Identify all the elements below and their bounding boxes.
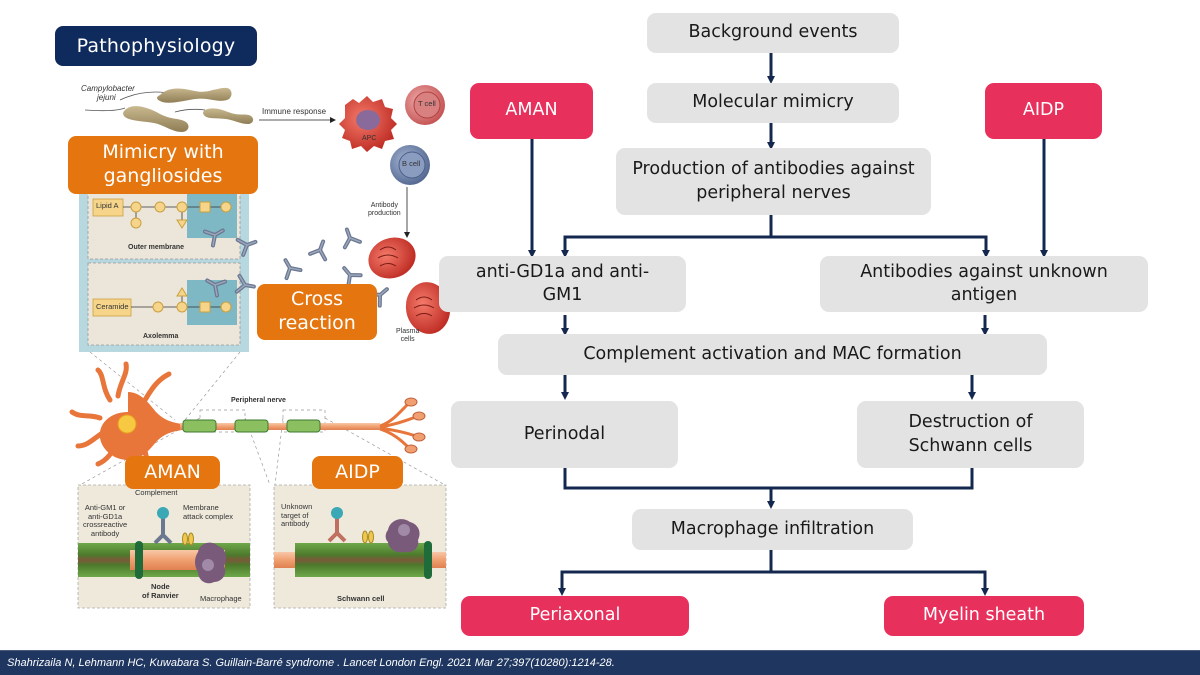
peripheral-nerve-label: Peripheral nerve	[231, 397, 286, 404]
mimicry-callout: Mimicry with gangliosides	[68, 136, 258, 194]
anti-gm1-line-4: antibody	[90, 528, 120, 538]
box-perinodal: Perinodal	[451, 401, 678, 468]
apc-cell	[339, 96, 397, 152]
neuron	[69, 361, 426, 473]
box-macrophage-infiltration: Macrophage infiltration	[632, 509, 913, 550]
box-complement-activation: Complement activation and MAC formation	[498, 334, 1047, 375]
unknown-target-line-3: antibody	[281, 519, 310, 529]
campylobacter-bacteria	[84, 87, 254, 132]
anti-gm1-line-3: crossreactive	[83, 520, 128, 530]
box-aidp: AIDP	[985, 83, 1102, 139]
aman-callout: AMAN	[125, 456, 220, 489]
line-macrophage-branches	[560, 570, 987, 588]
box-destruction-schwann-cells: Destruction of Schwann cells	[857, 401, 1084, 468]
node-of-ranvier-line-1: Node	[150, 582, 170, 591]
citation-text: Shahrizaila N, Lehmann HC, Kuwabara S. G…	[7, 657, 615, 669]
axolemma-label: Axolemma	[143, 333, 179, 340]
pathophysiology-illustration	[69, 85, 451, 609]
citation-bar: Shahrizaila N, Lehmann HC, Kuwabara S. G…	[0, 650, 1200, 675]
unknown-target-line-2: target of	[281, 510, 309, 520]
campylobacter-label: Campylobacter jejuni	[81, 84, 135, 102]
box-myelin-sheath: Myelin sheath	[884, 596, 1084, 636]
campylobacter-line-2: jejuni	[97, 93, 116, 103]
anti-gm1-label: Anti-GM1 or anti-GD1a crossreactive anti…	[83, 503, 128, 539]
antibody-production-line-2: production	[368, 210, 401, 218]
aidp-detail-panel	[273, 484, 447, 609]
aidp-callout: AIDP	[312, 456, 403, 489]
anti-gm1-line-2: anti-GD1a	[88, 511, 123, 521]
unknown-target-label: Unknown target of antibody	[281, 502, 313, 529]
b-cell-label: B cell	[402, 159, 421, 168]
antibody-production-line-1: Antibody	[370, 202, 398, 209]
membrane-panel	[79, 190, 249, 352]
unknown-target-line-1: Unknown	[281, 502, 313, 511]
box-antibodies-unknown-antigen: Antibodies against unknown antigen	[820, 256, 1148, 312]
antibody-production-label: Antibody production	[368, 202, 401, 218]
mac-label: Membrane attack complex	[183, 503, 234, 521]
mac-line-2: attack complex	[183, 511, 234, 521]
ceramide-label: Ceramide	[96, 302, 129, 311]
box-anti-gd1a-anti-gm1: anti-GD1a and anti-GM1	[439, 256, 686, 312]
node-of-ranvier-label: Node of Ranvier	[142, 582, 179, 600]
node-of-ranvier-line-2: of Ranvier	[142, 590, 179, 600]
complement-label: Complement	[135, 488, 178, 497]
box-molecular-mimicry: Molecular mimicry	[647, 83, 899, 123]
macrophage-label: Macrophage	[200, 594, 242, 603]
cross-reaction-callout: Cross reaction	[257, 284, 377, 340]
pathophysiology-title: Pathophysiology	[55, 26, 257, 66]
lipid-a-label: Lipid A	[96, 201, 119, 210]
apc-label: APC	[362, 135, 377, 142]
outer-membrane-label: Outer membrane	[128, 244, 185, 251]
mac-line-1: Membrane	[183, 503, 219, 512]
box-production-of-antibodies: Production of antibodies against periphe…	[616, 148, 931, 215]
box-periaxonal: Periaxonal	[461, 596, 689, 636]
schwann-cell-label: Schwann cell	[337, 594, 385, 603]
aman-detail-panel	[77, 484, 251, 609]
plasma-cells-label: Plasma cells	[396, 328, 419, 344]
b-cell	[390, 145, 430, 185]
line-merge-to-macrophage	[563, 468, 974, 490]
box-aman: AMAN	[470, 83, 593, 139]
t-cell	[405, 85, 445, 125]
anti-gm1-line-1: Anti-GM1 or	[84, 503, 126, 512]
line-production-branches	[563, 235, 988, 252]
immune-response-label: Immune response	[262, 107, 327, 116]
box-background-events: Background events	[647, 13, 899, 53]
plasma-cells-line-1: Plasma	[396, 328, 420, 335]
plasma-cells-line-2: cells	[400, 336, 415, 344]
campylobacter-line-1: Campylobacter	[81, 84, 135, 93]
t-cell-label: T cell	[418, 99, 436, 108]
